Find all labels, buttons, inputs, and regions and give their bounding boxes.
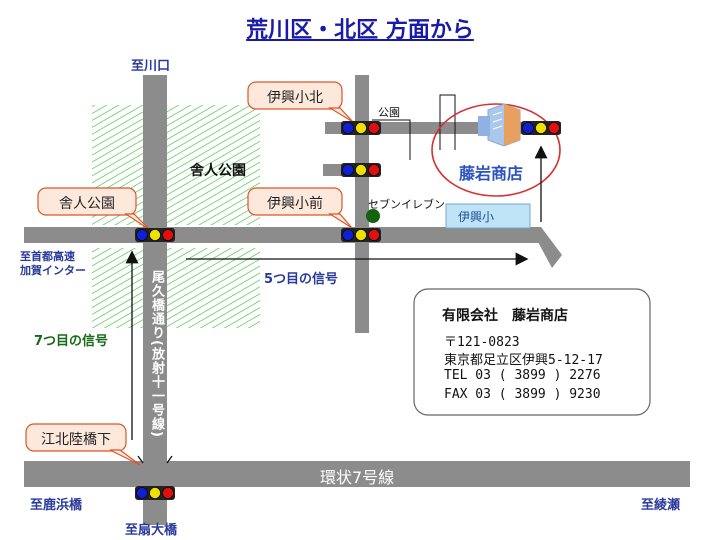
signal-ikoshou-mae [341,228,381,242]
label-kaga-interchange: 加賀インター [20,264,86,277]
road-diagonal-east [530,227,562,268]
ring-road-tick-left [137,455,144,464]
store-block-outline [439,94,456,150]
info-company: 有限会社 藤岩商店 [442,308,568,324]
label-to-shuto-expressway: 至首都高速 [20,250,75,263]
label-ring-road-7: 環状7号線 [320,468,395,487]
small-park-outline [372,119,411,160]
info-address: 東京都足立区伊興5-12-17 [444,353,603,368]
road-ikoshou-vertical [355,75,369,333]
callout-toneri-koen-shape [37,187,151,231]
page-title: 荒川区・北区 方面から [246,18,474,43]
road-ring-7 [24,461,690,487]
info-postal: 〒121-0823 [444,335,520,350]
label-to-kawaguchi: 至川口 [131,59,171,74]
label-store-name: 藤岩商店 [459,164,524,183]
label-seventh-signal: 7つ目の信号 [34,334,109,349]
school-box [445,203,531,229]
label-toneri-park: 舎人公園 [190,163,246,179]
callout-ikoshou-kita: 伊興小北 [267,90,323,106]
label-school: 伊興小 [458,210,495,224]
signal-toneri-koen [135,228,175,242]
signal-ikoshou-kita [341,121,381,135]
label-to-shikahamabashi: 至鹿浜橋 [30,498,83,513]
signal-store [521,121,561,135]
callout-kohoku-shape [25,423,141,466]
label-to-ogibashi: 至扇大橋 [125,523,178,538]
callout-ikoshou-mae: 伊興小前 [267,196,323,212]
park-area-south [92,248,260,328]
label-park: 公園 [378,106,400,119]
info-tel: TEL 03 ( 3899 ) 2276 [444,368,601,383]
info-panel [413,288,651,416]
store-highlight-circle [431,103,561,197]
store-building-icon [478,103,521,147]
label-oguhashi-dori: 尾久橋通り(放射十一号線) [149,270,164,438]
label-to-ayase: 至綾瀬 [641,498,681,513]
label-fifth-signal: 5つ目の信号 [264,272,339,287]
callout-kohoku-rikkyoshita: 江北陸橋下 [41,432,111,448]
label-seven-eleven: セブンイレブン [368,198,445,211]
signal-side-street [341,163,381,177]
signal-kohoku [135,486,175,500]
road-main-east-west [24,227,540,243]
info-fax: FAX 03 ( 3899 ) 9230 [444,387,601,402]
callout-ikoshou-kita-shape [247,81,354,123]
seven-eleven-marker [366,209,380,223]
road-oguhashi-dori [143,75,167,525]
ring-road-tick-right [166,455,173,464]
callout-toneri-koen: 舎人公園 [59,196,115,212]
callout-ikoshou-mae-shape [247,187,353,229]
